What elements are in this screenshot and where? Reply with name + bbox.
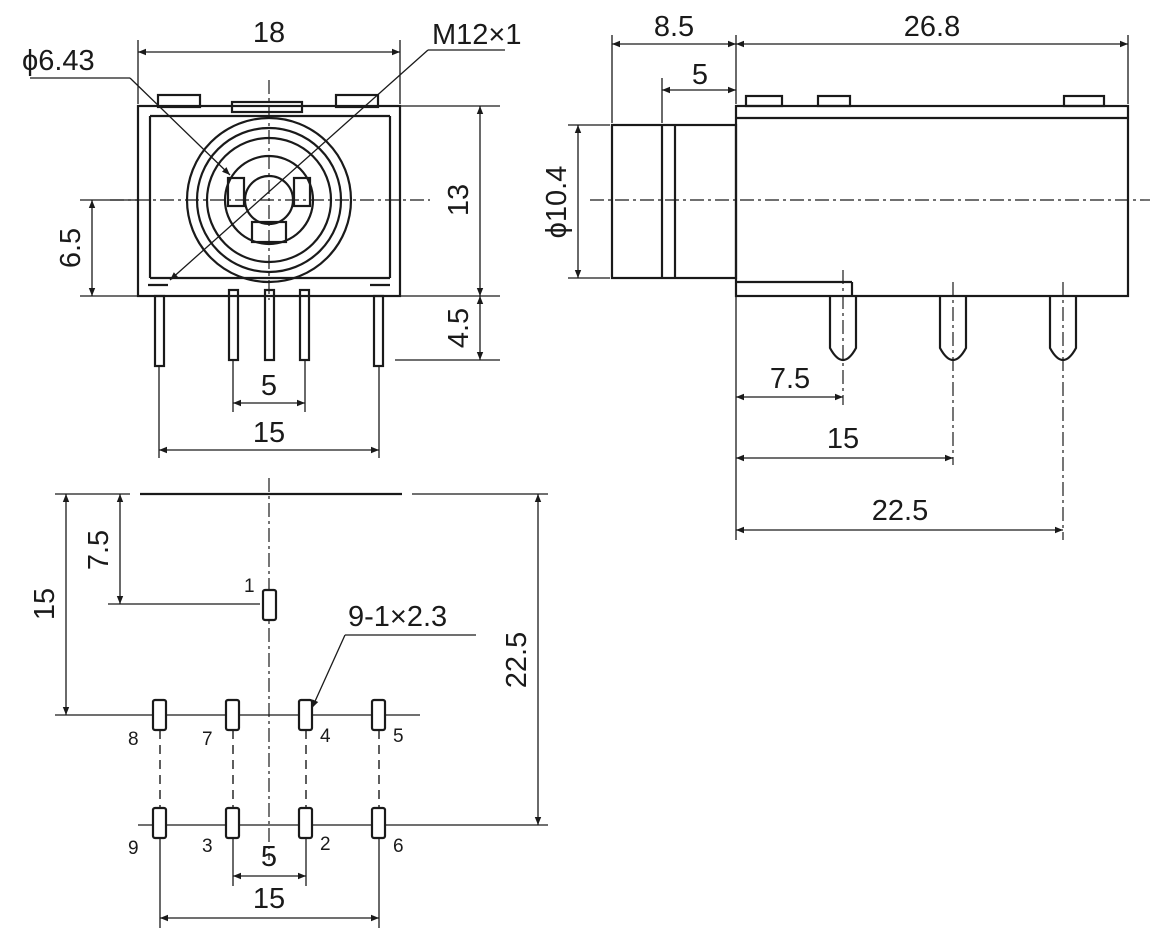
front-contact-left [226,176,246,208]
front-top-tab-right [334,93,380,109]
side-view: 8.5 26.8 5 ϕ10.4 7.5 15 22.5 [541,11,1150,540]
dim-front-width: 18 [253,17,285,49]
pin-label-7: 7 [202,729,213,750]
dim-side-body: 26.8 [904,11,960,43]
dim-side-diameter: ϕ10.4 [541,166,573,239]
dim-front-height: 13 [443,184,475,216]
pin-label-8: 8 [128,729,139,750]
dim-side-pin1: 7.5 [770,363,810,395]
dim-footprint-row2: 15 [29,588,61,620]
pin-label-9: 9 [128,838,139,859]
footprint-view: 1 8 7 4 5 9 3 2 6 7.5 15 22.5 9-1×2.3 5 … [29,478,548,928]
pin-label-3: 3 [202,836,213,857]
dim-footprint-slots: 9-1×2.3 [348,601,447,633]
dim-front-center-height: 6.5 [55,228,87,268]
front-top-tab-center [230,100,304,114]
front-contact-right [292,176,312,208]
dim-footprint-pitch: 5 [261,841,277,873]
dim-footprint-total: 22.5 [501,632,533,688]
side-body [734,104,1130,298]
side-pins [828,270,1078,540]
dim-side-nose: 8.5 [654,11,694,43]
dim-side-flange: 5 [692,59,708,91]
front-view: 18 ϕ6.43 M12×1 13 4.5 6.5 5 15 [22,17,521,458]
footprint-slots [151,588,387,840]
pin-label-5: 5 [393,726,404,747]
dim-side-pin2: 15 [827,423,859,455]
dim-front-pin-pitch: 5 [261,370,277,402]
dim-side-pin3: 22.5 [872,495,928,527]
pin-label-2: 2 [320,834,331,855]
dim-footprint-span: 15 [253,883,285,915]
dim-footprint-row1: 7.5 [83,530,115,570]
dim-front-bore: ϕ6.43 [22,45,95,77]
dim-front-pin-length: 4.5 [443,308,475,348]
front-pins [148,283,390,368]
pin-label-6: 6 [393,836,404,857]
pin-label-1: 1 [244,576,255,597]
pin-label-4: 4 [320,726,331,747]
dim-front-outer-pins: 15 [253,417,285,449]
front-top-tab-left [156,93,202,109]
dim-front-thread: M12×1 [432,19,521,51]
